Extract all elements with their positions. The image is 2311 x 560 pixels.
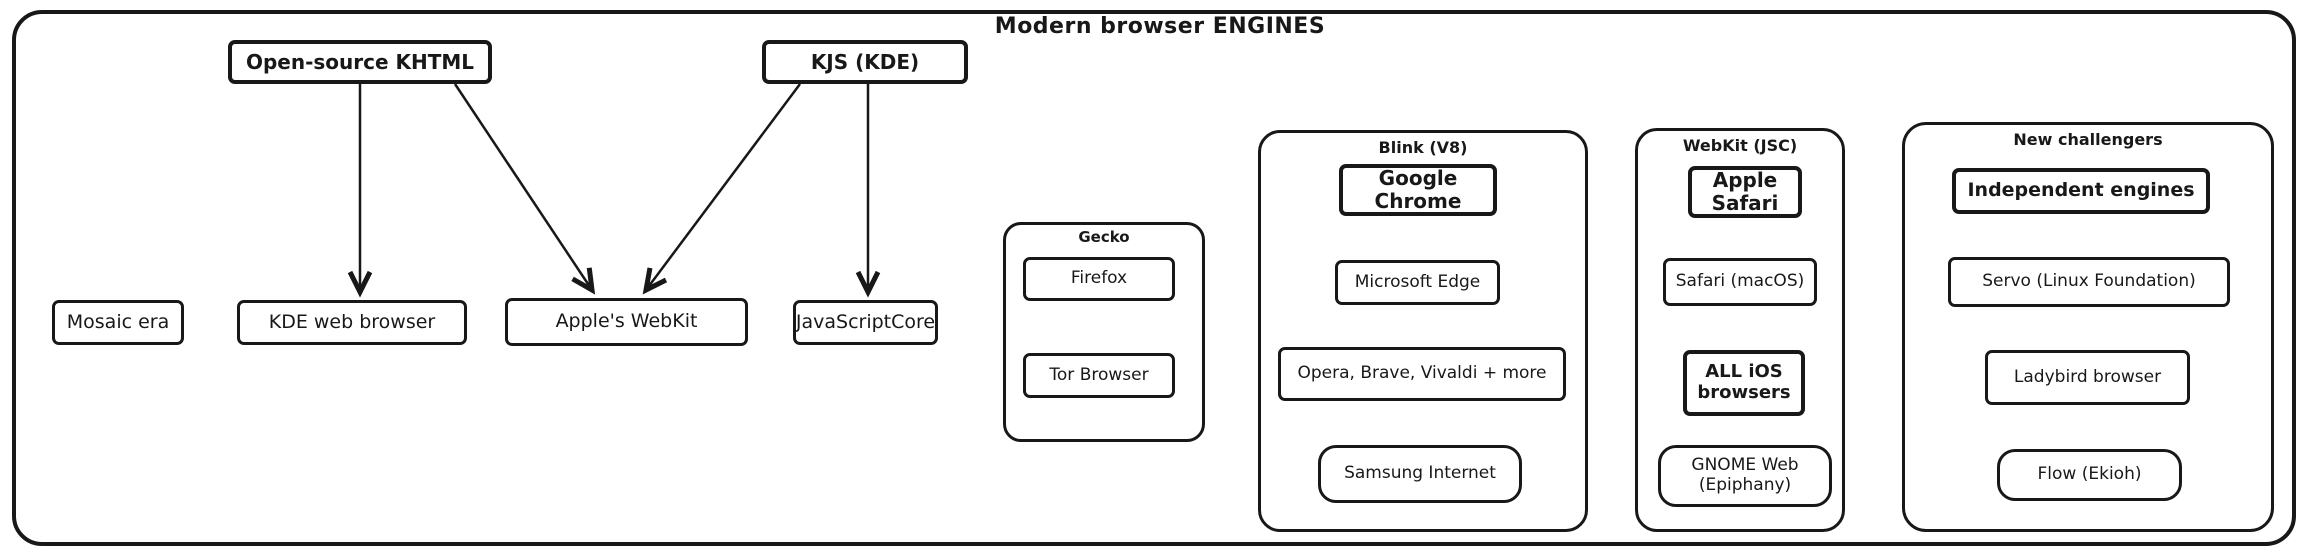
group-gecko	[1003, 222, 1205, 442]
node-kde-web-browser: KDE web browser	[237, 300, 467, 345]
node-mosaic-era: Mosaic era	[52, 300, 184, 345]
arrow-khtml-to-webkit	[453, 83, 596, 295]
node-ladybird: Ladybird browser	[1985, 350, 2190, 405]
node-javascriptcore: JavaScriptCore	[793, 300, 938, 345]
node-all-ios-browsers: ALL iOS browsers	[1683, 350, 1805, 416]
node-firefox: Firefox	[1023, 257, 1175, 301]
arrow-kjs-to-webkit	[642, 83, 802, 295]
node-open-source-khtml: Open-source KHTML	[228, 40, 492, 84]
node-servo: Servo (Linux Foundation)	[1948, 257, 2230, 307]
node-gnome-web: GNOME Web (Epiphany)	[1658, 445, 1832, 507]
group-newcomers-header: New challengers	[2013, 130, 2163, 149]
node-apple-safari: Apple Safari	[1688, 166, 1802, 218]
node-apples-webkit: Apple's WebKit	[505, 298, 748, 346]
node-other-chromium-browsers: Opera, Brave, Vivaldi + more	[1278, 347, 1566, 401]
group-gecko-header: Gecko	[1078, 228, 1130, 246]
node-tor-browser: Tor Browser	[1023, 353, 1175, 398]
node-samsung-internet: Samsung Internet	[1318, 445, 1522, 503]
node-flow: Flow (Ekioh)	[1997, 449, 2182, 501]
node-independent-engines: Independent engines	[1952, 168, 2210, 214]
node-safari-macos: Safari (macOS)	[1663, 258, 1817, 306]
node-microsoft-edge: Microsoft Edge	[1335, 260, 1500, 305]
group-blink-header: Blink (V8)	[1378, 138, 1468, 157]
node-google-chrome: Google Chrome	[1339, 164, 1497, 216]
node-kjs: KJS (KDE)	[762, 40, 968, 84]
diagram-border	[12, 10, 2296, 546]
diagram-title: Modern browser ENGINES	[994, 14, 1326, 39]
group-webkit-header: WebKit (JSC)	[1682, 136, 1798, 155]
